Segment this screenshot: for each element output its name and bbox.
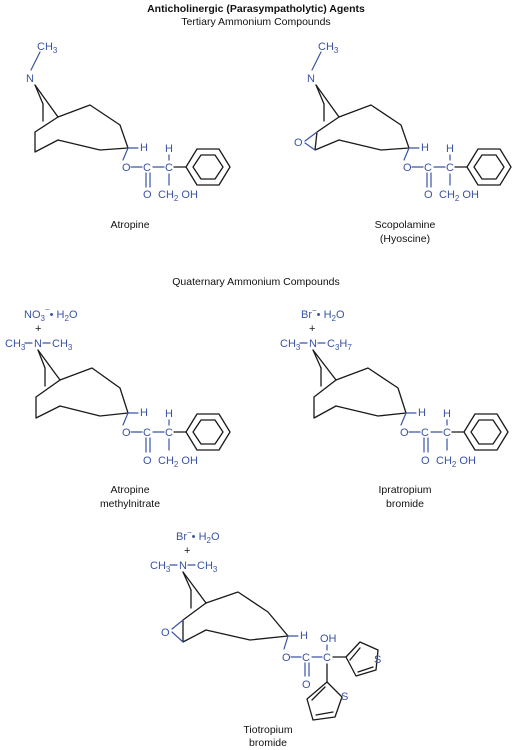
svg-text:C: C	[421, 427, 429, 439]
scopolamine-label-line1: Scopolamine	[375, 219, 436, 231]
section-tertiary-heading: Tertiary Ammonium Compounds	[181, 16, 330, 28]
svg-text:H: H	[421, 142, 429, 154]
svg-text:+: +	[35, 323, 41, 335]
svg-text:S: S	[341, 691, 348, 703]
section-quaternary-heading: Quaternary Ammonium Compounds	[172, 276, 340, 288]
svg-text:+: +	[309, 323, 315, 335]
svg-text:N: N	[34, 338, 42, 350]
svg-text:O: O	[421, 455, 430, 467]
svg-text:N: N	[307, 73, 315, 85]
svg-text:C3H7: C3H7	[327, 338, 352, 352]
svg-text:CH2 OH: CH2 OH	[158, 455, 198, 469]
ipratropium-bromide-label-line1: Ipratropium	[378, 484, 431, 496]
figure-title: Anticholinergic (Parasympatholytic) Agen…	[147, 3, 365, 15]
svg-text:CH3: CH3	[150, 560, 171, 574]
svg-text:H: H	[165, 408, 173, 420]
svg-text:O: O	[282, 652, 291, 664]
svg-text:C: C	[443, 427, 451, 439]
svg-text:C: C	[143, 162, 151, 174]
atropine-methylnitrate-label-line2: methylnitrate	[100, 498, 160, 510]
svg-text:CH3: CH3	[280, 338, 301, 352]
svg-text:O: O	[122, 162, 131, 174]
svg-text:O: O	[424, 189, 433, 201]
svg-text:Br−• H2O: Br−• H2O	[176, 528, 220, 545]
svg-text:C: C	[424, 162, 432, 174]
tiotropium-bromide-structure: Br−• H2O + CH3 N CH3 O H O C O C OH	[150, 528, 381, 721]
svg-text:O: O	[122, 427, 131, 439]
svg-text:C: C	[165, 162, 173, 174]
svg-text:C: C	[143, 427, 151, 439]
atom-n: N	[26, 73, 34, 85]
tiotropium-bromide-label-line1: Tiotropium	[243, 724, 292, 736]
svg-text:O: O	[294, 137, 303, 149]
svg-text:O: O	[161, 627, 170, 639]
svg-text:CH3: CH3	[52, 338, 73, 352]
svg-text:CH3: CH3	[37, 41, 58, 55]
svg-text:NO3−• H2O: NO3−• H2O	[24, 305, 78, 323]
svg-text:H: H	[443, 408, 451, 420]
svg-text:H: H	[165, 143, 173, 155]
svg-text:O: O	[143, 455, 152, 467]
atropine-structure: N CH3 H O C O C H CH2 OH	[26, 41, 231, 203]
svg-text:S: S	[374, 654, 381, 666]
svg-text:O: O	[400, 427, 409, 439]
svg-text:H: H	[140, 407, 148, 419]
svg-text:O: O	[403, 162, 412, 174]
svg-text:Br−• H2O: Br−• H2O	[301, 306, 345, 323]
svg-text:N: N	[309, 338, 317, 350]
svg-text:CH2 OH: CH2 OH	[436, 455, 476, 469]
svg-text:C: C	[165, 427, 173, 439]
tiotropium-bromide-label-line2: bromide	[249, 737, 287, 749]
atropine-methylnitrate-structure: NO3−• H2O + CH3 N CH3 H O C O C H CH2 OH	[5, 305, 231, 469]
svg-text:CH3: CH3	[5, 338, 26, 352]
atropine-methylnitrate-label-line1: Atropine	[110, 484, 149, 496]
svg-text:C: C	[302, 652, 310, 664]
svg-text:O: O	[302, 679, 311, 691]
svg-text:C: C	[323, 652, 331, 664]
svg-text:OH: OH	[320, 633, 337, 645]
svg-text:CH3: CH3	[197, 560, 218, 574]
ipratropium-bromide-structure: Br−• H2O + CH3 N C3H7 H O C O C H CH2 OH	[280, 306, 509, 469]
scopolamine-structure: N CH3 O H O C O C H CH2 OH	[294, 41, 512, 203]
svg-text:CH2 OH: CH2 OH	[439, 189, 479, 203]
svg-text:H: H	[446, 143, 454, 155]
svg-text:+: +	[184, 545, 190, 557]
svg-text:O: O	[143, 189, 152, 201]
svg-text:H: H	[140, 142, 148, 154]
svg-text:N: N	[179, 560, 187, 572]
svg-text:CH3: CH3	[318, 41, 339, 55]
atropine-label: Atropine	[110, 219, 149, 231]
ipratropium-bromide-label-line2: bromide	[386, 498, 424, 510]
svg-text:H: H	[300, 630, 308, 642]
svg-text:C: C	[446, 162, 454, 174]
scopolamine-label-line2: (Hyoscine)	[380, 233, 430, 245]
svg-text:H: H	[418, 407, 426, 419]
svg-text:CH2 OH: CH2 OH	[158, 189, 198, 203]
